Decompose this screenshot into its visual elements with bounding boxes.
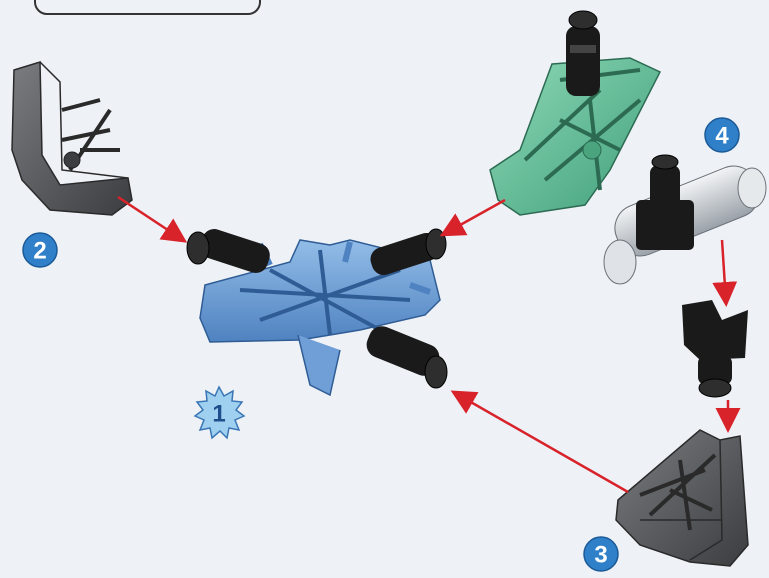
- arrow-3-to-hub: [455, 393, 628, 492]
- arrow-rod-to-clip: [722, 240, 726, 302]
- step-badge-2: 2: [23, 233, 57, 267]
- black-connector-on-rod: [636, 155, 694, 250]
- black-connector-hub-front: [363, 322, 447, 388]
- top-frame: [35, 0, 260, 14]
- gray-corner-piece-left: [12, 62, 132, 215]
- step-badge-4: 4: [705, 118, 739, 152]
- step-number-1: 1: [212, 401, 225, 428]
- step-number-3: 3: [594, 542, 607, 569]
- step-number-4: 4: [715, 123, 729, 150]
- black-connector-hub-left: [187, 226, 273, 276]
- step-badge-3: 3: [584, 537, 618, 571]
- arrow-green-to-hub: [444, 200, 505, 234]
- gray-corner-piece-right: [616, 430, 748, 566]
- arrow-2-to-hub: [118, 197, 183, 240]
- step-badge-1: 1: [195, 387, 244, 438]
- black-connector-on-green: [566, 11, 600, 96]
- black-connector-piece: [682, 300, 748, 397]
- step-number-2: 2: [33, 238, 46, 265]
